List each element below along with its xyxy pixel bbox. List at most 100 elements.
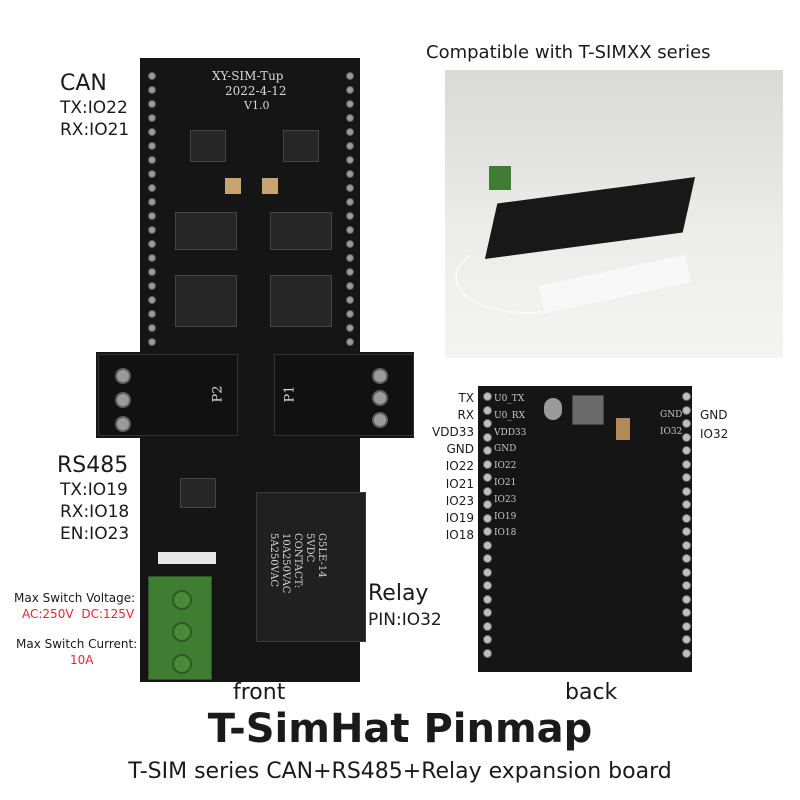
back-header-pin <box>682 392 691 401</box>
component-block-4 <box>270 275 332 327</box>
back-header-pin <box>483 446 492 455</box>
board-silk-p2: P2 <box>210 385 226 403</box>
front-header-pin <box>148 114 156 122</box>
relay-screw-2 <box>172 622 192 642</box>
rs485-chip <box>180 478 216 508</box>
back-header-pin <box>483 459 492 469</box>
front-header-pin <box>346 72 354 80</box>
back-header-pin <box>483 581 492 590</box>
back-header-pin <box>483 608 492 617</box>
back-header-pin <box>483 486 492 496</box>
relay-pin-label: PIN:IO32 <box>368 610 442 630</box>
back-header-pin <box>682 554 691 563</box>
photo-green-terminal <box>489 166 511 190</box>
back-pin-label: IO21 <box>445 476 474 491</box>
capacitor-left <box>225 178 241 194</box>
front-header-pin <box>148 226 156 234</box>
back-header-pin <box>483 500 492 509</box>
can-chip-left <box>190 130 226 162</box>
back-header-pin <box>682 594 691 604</box>
back-header-pin <box>682 581 691 590</box>
back-silk-left-label: GND <box>494 444 517 455</box>
back-header-pin <box>483 405 492 415</box>
board-silk-date: 2022-4-12 <box>225 84 287 98</box>
front-header-pin <box>148 324 156 332</box>
back-header-pin <box>483 527 492 536</box>
back-header-pin <box>682 635 691 644</box>
capacitor-right <box>262 178 278 194</box>
back-header-pin <box>682 500 691 509</box>
back-pad-1 <box>544 398 562 420</box>
board-silk-version: V1.0 <box>244 99 270 112</box>
front-header-pin <box>346 156 354 164</box>
front-header-pin <box>346 114 354 122</box>
rs485-tx-label: TX:IO19 <box>60 480 128 500</box>
relay-silk-contact: CONTACT: <box>292 533 303 589</box>
relay-component: G5LE-14 5VDC CONTACT: 10A250VAC 5A250VAC <box>256 492 366 642</box>
back-header-pin <box>682 527 691 536</box>
back-pin-label: TX <box>458 391 474 405</box>
relay-screw-1 <box>172 590 192 610</box>
front-header-pin <box>148 212 156 220</box>
back-header-pin <box>483 567 492 577</box>
back-header-pin <box>483 594 492 604</box>
back-pin-label: IO22 <box>445 459 474 474</box>
back-pin-label-right: GND <box>700 408 728 422</box>
p2-screw-1 <box>115 368 131 384</box>
front-header-pin <box>346 240 354 248</box>
back-header-pin <box>682 405 691 415</box>
back-header-pin <box>483 419 492 428</box>
back-header-pin <box>682 486 691 496</box>
front-header-pin <box>148 268 156 276</box>
front-header-pin <box>148 128 156 136</box>
max-voltage-values: AC:250V DC:125V <box>22 606 134 622</box>
front-header-pin <box>346 338 354 346</box>
front-header-pin <box>346 226 354 234</box>
p2-screw-3 <box>115 416 131 432</box>
back-silk-left-label: IO22 <box>494 461 517 472</box>
p2-screw-2 <box>115 392 131 408</box>
back-pad-2 <box>616 418 630 440</box>
front-header-pin <box>346 324 354 332</box>
front-header-pin <box>346 268 354 276</box>
front-header-pin <box>346 100 354 108</box>
back-silk-right-label: GND <box>660 410 683 420</box>
voltage-ac: AC:250V <box>22 607 74 621</box>
relay-screw-3 <box>172 654 192 674</box>
p1-screw-1 <box>372 368 388 384</box>
relay-header: Relay <box>368 581 429 606</box>
back-header-pin <box>483 540 492 550</box>
back-header-pin <box>682 567 691 577</box>
back-header-pin <box>483 473 492 482</box>
front-header-pin <box>148 100 156 108</box>
front-header-pin <box>148 184 156 192</box>
back-header-pin <box>483 635 492 644</box>
terminal-p1 <box>274 354 414 436</box>
back-header-pin <box>483 392 492 401</box>
front-header-pin <box>346 310 354 318</box>
rs485-en-label: EN:IO23 <box>60 524 130 544</box>
component-block-3 <box>175 275 237 327</box>
back-header-pin <box>483 554 492 563</box>
front-header-pin <box>148 296 156 304</box>
back-header-pin <box>483 621 492 631</box>
front-header-pin <box>346 282 354 290</box>
page-title: T-SimHat Pinmap <box>207 706 593 752</box>
front-header-pin <box>148 240 156 248</box>
front-header-pin <box>148 72 156 80</box>
back-silk-left-label: IO23 <box>494 494 517 505</box>
back-silk-left-label: VDD33 <box>494 427 527 438</box>
front-header-pin <box>148 198 156 206</box>
front-header-pin <box>346 184 354 192</box>
back-silk-left-label: IO19 <box>494 511 517 522</box>
voltage-dc: DC:125V <box>81 607 135 621</box>
component-block-1 <box>175 212 237 250</box>
back-pin-label: IO19 <box>445 510 474 525</box>
rs485-header: RS485 <box>57 453 129 478</box>
back-header-pin <box>682 432 691 442</box>
front-header-pin <box>346 142 354 150</box>
front-header-pin <box>346 212 354 220</box>
front-header-pin <box>148 282 156 290</box>
relay-silk-rating2: 5A250VAC <box>268 533 279 588</box>
back-pin-label-right: IO32 <box>700 427 729 441</box>
